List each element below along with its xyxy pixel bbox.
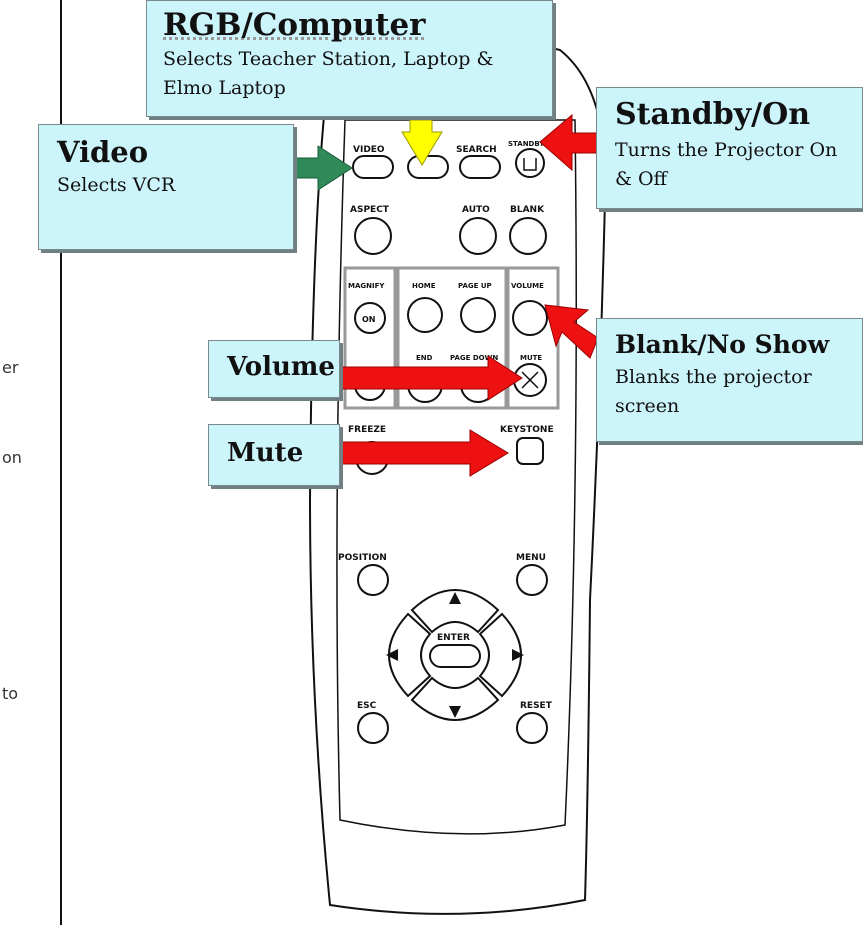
margin-text-fragment: er xyxy=(2,358,19,377)
standby-key-label: STANDBY/ON xyxy=(508,140,559,148)
enter-button xyxy=(429,644,481,668)
magnify-group xyxy=(343,266,397,410)
magnify-on-button xyxy=(354,302,386,334)
volume-button xyxy=(512,300,548,336)
volume-callout: Volume xyxy=(208,340,340,398)
home-end-group xyxy=(396,266,508,410)
rgb-yellow-arrow xyxy=(401,119,443,166)
video-button xyxy=(352,155,394,179)
auto-button xyxy=(459,217,497,255)
video-callout: Video Selects VCR xyxy=(38,124,294,250)
left-arrow-icon xyxy=(386,649,398,661)
volume-red-arrow xyxy=(337,355,523,401)
remote-body xyxy=(308,36,607,915)
page-margin-divider xyxy=(60,0,62,925)
standby-title: Standby/On xyxy=(615,97,811,132)
keystone-key-label: KEYSTONE xyxy=(500,425,554,435)
page-up-button xyxy=(460,297,496,333)
volume-title: Volume xyxy=(227,352,335,382)
blank-button xyxy=(509,217,547,255)
menu-button xyxy=(516,564,548,596)
power-icon xyxy=(523,158,537,171)
mute-callout: Mute xyxy=(208,424,340,486)
video-key-label: VIDEO xyxy=(353,145,385,155)
dpad-left xyxy=(388,612,432,698)
home-button xyxy=(407,297,443,333)
right-arrow-icon xyxy=(512,649,524,661)
rgb-computer-desc: Selects Teacher Station, Laptop & Elmo L… xyxy=(163,48,494,99)
esc-key-label: ESC xyxy=(357,701,377,711)
mute-key-label: MUTE xyxy=(520,354,542,362)
aspect-button xyxy=(354,217,392,255)
video-desc: Selects VCR xyxy=(57,174,176,196)
end-key-label: END xyxy=(416,354,433,362)
position-button xyxy=(357,564,389,596)
remote-inner-panel xyxy=(336,119,577,835)
home-key-label: HOME xyxy=(412,282,436,290)
magnify-key-label: MAGNIFY xyxy=(348,282,385,290)
blank-title: Blank/No Show xyxy=(615,330,830,359)
freeze-key-label: FREEZE xyxy=(348,425,386,435)
search-button xyxy=(459,155,501,179)
down-arrow-icon xyxy=(449,706,461,718)
blank-desc: Blanks the projector screen xyxy=(615,366,812,417)
position-key-label: POSITION xyxy=(338,553,387,563)
menu-key-label: MENU xyxy=(516,553,546,563)
dpad-up xyxy=(410,589,500,634)
rgb-button xyxy=(407,155,449,179)
reset-key-label: RESET xyxy=(520,701,553,711)
standby-callout: Standby/On Turns the Projector On & Off xyxy=(596,87,863,209)
aspect-key-label: ASPECT xyxy=(350,205,390,215)
rgb-computer-title: RGB/Computer xyxy=(163,7,426,43)
page-down-key-label: PAGE DOWN xyxy=(450,354,498,362)
standby-red-arrow xyxy=(539,113,605,172)
blank-red-arrow xyxy=(544,304,599,359)
blank-key-label: BLANK xyxy=(510,205,545,215)
standby-desc: Turns the Projector On & Off xyxy=(615,139,838,190)
margin-text-fragment: on xyxy=(2,448,22,467)
mute-title: Mute xyxy=(227,438,304,468)
up-arrow-icon xyxy=(449,592,461,604)
search-key-label: SEARCH xyxy=(456,145,497,155)
page-up-key-label: PAGE UP xyxy=(458,282,492,290)
reset-button xyxy=(516,712,548,744)
mute-icon xyxy=(521,371,539,389)
auto-key-label: AUTO xyxy=(462,205,490,215)
dpad-down xyxy=(410,676,500,721)
dpad-right xyxy=(478,612,522,698)
enter-key-label: ENTER xyxy=(437,633,470,643)
keystone-button xyxy=(516,437,544,465)
esc-button xyxy=(357,712,389,744)
blank-callout: Blank/No Show Blanks the projector scree… xyxy=(596,318,863,442)
video-green-arrow xyxy=(295,145,353,191)
rgb-computer-callout: RGB/Computer Selects Teacher Station, La… xyxy=(146,0,553,117)
margin-text-fragment: to xyxy=(2,684,19,703)
on-key-label: ON xyxy=(362,315,376,324)
standby-button xyxy=(515,148,545,178)
mute-red-arrow xyxy=(337,429,509,477)
volume-key-label: VOLUME xyxy=(511,282,544,290)
video-title: Video xyxy=(57,135,149,169)
